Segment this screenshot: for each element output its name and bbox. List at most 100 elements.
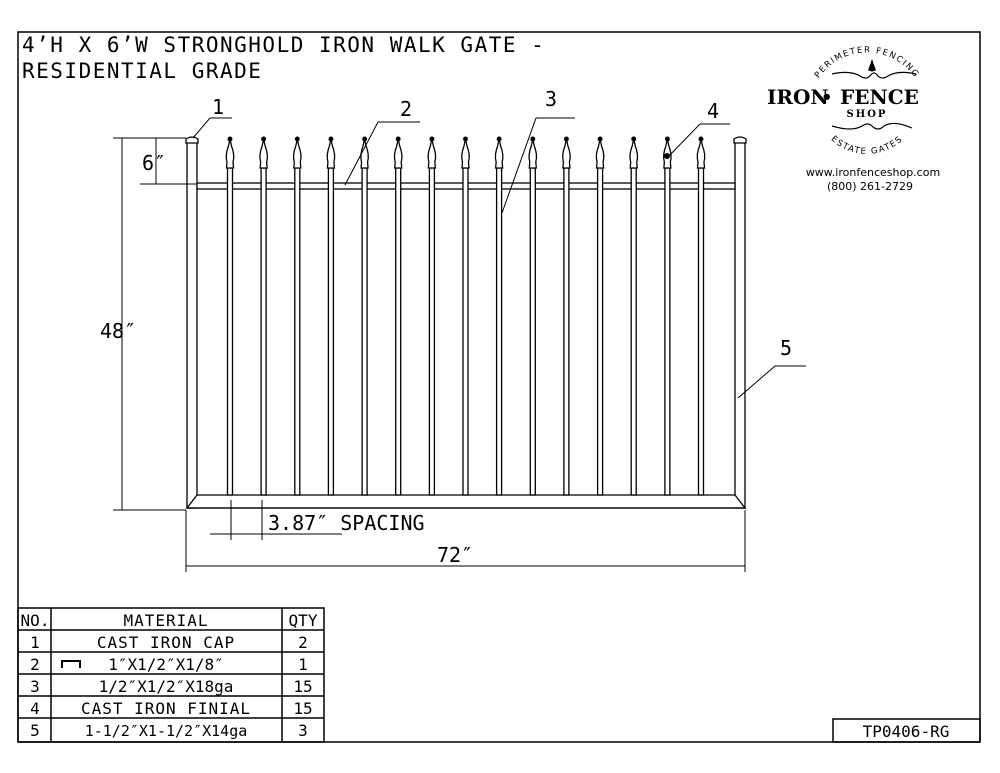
table-cell-qty: 15 [293,677,312,696]
cast-iron-finial [360,138,369,169]
cast-iron-finial [326,138,336,169]
table-row: 5 1-1/2″X1-1/2″X14ga 3 [30,721,308,740]
table-cell-qty: 15 [293,699,312,718]
logo-arc-top: PERIMETER FENCING [813,45,921,80]
finial-tip [294,136,300,142]
finial-tip [496,136,502,142]
callout-4-target-dot [664,153,670,159]
cast-iron-finial [629,138,639,169]
callout-leaders [192,117,806,399]
drawing-number-box [832,718,981,743]
finial-tip [395,136,401,142]
table-cell-no: 1 [30,633,40,652]
spacing-label: 3.87″ SPACING [268,511,425,535]
cast-iron-finial [595,138,605,169]
cast-iron-finial [225,138,235,169]
logo-website[interactable]: www.ironfenceshop.com [806,166,940,179]
table-row: 4 CAST IRON FINIAL 15 [30,699,312,718]
callout-leader-2 [344,121,379,186]
picket [428,167,436,496]
finial-tip [463,136,468,142]
table-row: 2 1″X1/2″X1/8″ 1 [30,655,308,674]
callout-leader-1 [192,117,211,139]
picket [495,167,503,496]
gate-height-label: 48″ [100,319,136,343]
callout-leader-3 [501,117,537,214]
table-cell-material: CAST IRON CAP [97,633,235,652]
gate-drawing [185,136,747,509]
sheet-border [17,31,981,743]
finial-tip [631,136,637,142]
finial-tip [664,136,670,142]
table-row: 3 1/2″X1/2″X18ga 15 [30,677,312,696]
pickets-group [225,136,706,496]
finial-tip [227,136,233,142]
cast-iron-finial [292,138,302,169]
material-table: NO. MATERIAL QTY 1 CAST IRON CAP 2 2 1″X… [17,607,325,743]
logo-name-left: IRON [767,85,829,109]
bottom-rail [185,494,747,509]
cast-iron-finial [427,138,437,169]
finial-tip [429,136,435,142]
cast-iron-finial [494,138,504,169]
right-post [734,141,746,509]
cast-iron-cap-left [185,136,199,144]
table-cell-no: 3 [30,677,40,696]
brand-logo: PERIMETER FENCING IRON • FENCE SHOP ESTA… [767,45,940,193]
picket [563,167,570,496]
callout-leader-4 [666,123,701,159]
callout-4: 4 [707,99,719,123]
title-line-1: 4’H X 6’W STRONGHOLD IRON WALK GATE - [22,33,545,57]
table-header-material: MATERIAL [123,611,208,630]
picket [630,167,637,496]
logo-phone: (800) 261-2729 [827,180,913,193]
logo-arc-bottom: ESTATE GATES [829,134,905,157]
table-border [17,607,325,743]
table-cell-material: CAST IRON FINIAL [81,699,251,718]
left-post [186,141,198,509]
finial-tip [698,136,704,142]
picket [596,167,604,496]
cast-iron-finial [528,138,538,169]
logo-flourish-bottom [831,122,913,130]
finial-tip [328,136,334,142]
finial-tip [362,136,368,142]
gate-width-label: 72″ [437,543,473,567]
cast-iron-finial [461,138,470,169]
picket [361,167,368,496]
dimension-lines [113,137,746,572]
table-header-qty: QTY [289,611,318,630]
finial-tip [261,136,267,142]
table-cell-material: 1-1/2″X1-1/2″X14ga [85,722,248,740]
table-cell-qty: 3 [298,721,308,740]
cast-iron-finial [696,138,706,169]
picket [529,167,536,496]
picket [664,167,671,496]
table-cell-no: 5 [30,721,40,740]
logo-name-right: FENCE [840,85,919,109]
finial-tip [563,136,569,142]
table-cell-no: 2 [30,655,40,674]
cast-iron-finial [259,138,269,169]
callout-5: 5 [780,336,792,360]
picket [226,167,234,496]
table-cell-no: 4 [30,699,40,718]
finial-height-label: 6″ [142,151,166,175]
title-line-2: RESIDENTIAL GRADE [22,59,262,83]
table-row: 1 CAST IRON CAP 2 [30,633,308,652]
callout-leader-5 [737,365,776,399]
cast-iron-cap-right [733,136,747,144]
logo-sub: SHOP [847,109,888,120]
picket [260,167,267,496]
channel-icon [61,660,81,668]
table-cell-material: 1/2″X1/2″X18ga [99,677,234,696]
table-cell-material: 1″X1/2″X1/8″ [108,655,224,674]
table-cell-qty: 2 [298,633,308,652]
cast-iron-finial [393,138,403,169]
picket [462,167,469,496]
picket [395,167,402,496]
picket [327,167,335,496]
callout-3: 3 [545,87,557,111]
picket [697,167,705,496]
